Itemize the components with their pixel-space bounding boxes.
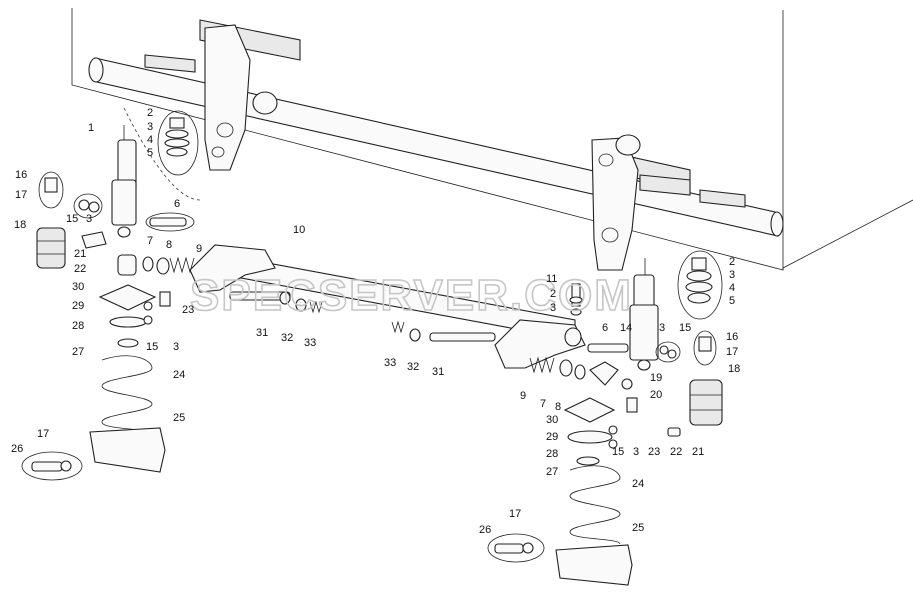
callout-l-24b: 24 [632, 478, 644, 490]
callout-l-18b: 18 [728, 363, 740, 375]
callout-l-30a: 30 [72, 281, 84, 293]
callout-l-21b: 21 [692, 446, 704, 458]
left-frame-bracket [144, 24, 278, 171]
callout-l-17a: 17 [15, 189, 27, 201]
callout-l-22b: 22 [670, 446, 682, 458]
callout-l-19: 19 [650, 372, 662, 384]
callout-l-6a: 6 [174, 198, 180, 210]
callout-l-33b: 33 [384, 357, 396, 369]
right-top-mount-stack [677, 250, 723, 320]
stabilizer-tube [189, 244, 586, 369]
callout-l-15d: 15 [612, 446, 624, 458]
callout-l-32a: 32 [281, 332, 293, 344]
callout-l-8a: 8 [166, 239, 172, 251]
callout-l-5b: 5 [729, 295, 735, 307]
callout-l-31a: 31 [256, 327, 268, 339]
callout-l-5a: 5 [147, 147, 153, 159]
callout-l-17d: 17 [509, 508, 521, 520]
center-bolt-set [569, 283, 583, 316]
callout-l-3f: 3 [729, 269, 735, 281]
callout-l-4a: 4 [147, 134, 153, 146]
callout-l-30b: 30 [546, 414, 558, 426]
left-small-spring [142, 256, 195, 275]
callout-l-1: 1 [88, 122, 94, 134]
callout-l-32b: 32 [407, 361, 419, 373]
left-washer-pair [73, 193, 103, 219]
right-shock-absorber [629, 258, 659, 371]
callout-l-4b: 4 [729, 282, 735, 294]
callout-l-10: 10 [293, 224, 305, 236]
callout-l-33a: 33 [304, 337, 316, 349]
callout-l-26b: 26 [479, 524, 491, 536]
callout-l-3d: 3 [550, 302, 556, 314]
callout-l-24a: 24 [173, 369, 185, 381]
right-rod-set [391, 320, 496, 342]
callout-l-28a: 28 [72, 320, 84, 332]
callout-l-15c: 15 [679, 322, 691, 334]
callout-l-2a: 2 [147, 107, 153, 119]
left-rubber-buffer [36, 171, 66, 269]
left-spring-seat [98, 254, 171, 348]
callout-l-23a: 23 [182, 304, 194, 316]
callout-l-7b: 7 [540, 398, 546, 410]
callout-l-16a: 16 [15, 169, 27, 181]
callout-l-29a: 29 [72, 300, 84, 312]
callout-l-3e: 3 [659, 322, 665, 334]
left-top-mount-stack [157, 110, 199, 176]
callout-l-7a: 7 [147, 235, 153, 247]
callout-l-27b: 27 [546, 466, 558, 478]
left-rod-set [229, 291, 323, 314]
right-bottom-bolt [487, 533, 545, 563]
callout-l-2c: 2 [729, 256, 735, 268]
callout-l-2b: 2 [550, 288, 556, 300]
right-coil-spring [555, 465, 633, 586]
right-frame-bracket [591, 134, 746, 271]
callout-l-14: 14 [620, 322, 632, 334]
callout-l-15a: 15 [66, 213, 78, 225]
frame-cross-tube [88, 19, 784, 237]
callout-l-26a: 26 [11, 443, 23, 455]
callout-l-3b: 3 [86, 213, 92, 225]
callout-l-22a: 22 [74, 263, 86, 275]
callout-l-17b: 17 [37, 428, 49, 440]
callout-l-15b: 15 [146, 341, 158, 353]
callout-l-31b: 31 [432, 366, 444, 378]
right-pin [587, 341, 681, 363]
callout-l-8b: 8 [555, 401, 561, 413]
callout-l-18a: 18 [14, 219, 26, 231]
callout-l-20: 20 [650, 389, 662, 401]
right-small-spring [529, 356, 586, 380]
callout-l-9b: 9 [520, 390, 526, 402]
callout-l-25b: 25 [632, 522, 644, 534]
callout-l-16b: 16 [726, 331, 738, 343]
left-pin [145, 212, 195, 232]
callout-l-21a: 21 [74, 248, 86, 260]
left-shock-absorber [111, 107, 201, 238]
callout-l-27a: 27 [72, 346, 84, 358]
callout-l-6b: 6 [602, 322, 608, 334]
left-clip-bracket [81, 231, 107, 249]
callout-l-3a: 3 [147, 121, 153, 133]
left-coil-spring [89, 355, 166, 473]
watermark: SPECSERVER.COM [190, 271, 633, 320]
callout-l-11: 11 [546, 273, 557, 285]
right-rubber-buffer [689, 330, 723, 426]
callout-l-29b: 29 [546, 431, 558, 443]
callout-l-9a: 9 [196, 243, 202, 255]
right-spring-seat [563, 361, 681, 466]
callout-l-25a: 25 [173, 412, 185, 424]
callout-l-23b: 23 [648, 446, 660, 458]
callout-l-3g: 3 [633, 446, 639, 458]
callout-l-3c: 3 [173, 341, 179, 353]
callout-l-17c: 17 [726, 346, 738, 358]
left-bottom-bolt [21, 451, 83, 481]
callout-l-28b: 28 [546, 448, 558, 460]
